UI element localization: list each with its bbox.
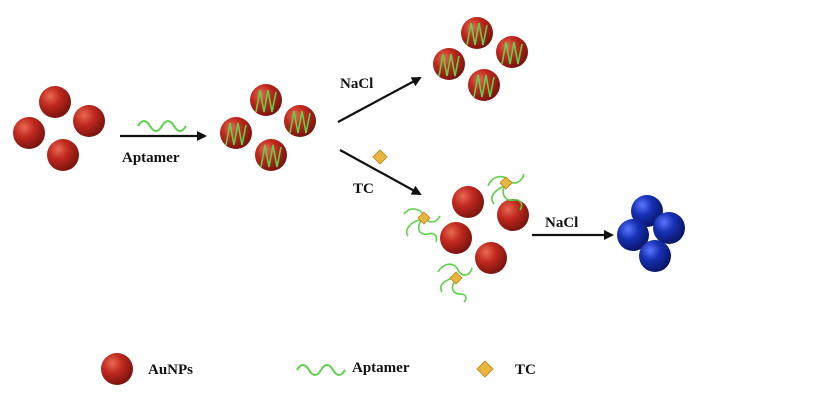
aptamer-tc-complex: [437, 263, 473, 303]
aunp-sphere-icon: [452, 186, 484, 218]
aunp-sphere-icon: [440, 222, 472, 254]
aggregated-aunp-sphere-icon: [653, 212, 685, 244]
tc-diamond-icon: [499, 176, 513, 190]
aptamer-coil-icon: [466, 22, 488, 46]
aptamer-tc-complex: [403, 208, 441, 243]
aunp-sphere-icon: [475, 242, 507, 274]
aptamer-wavy-strand-icon: [137, 120, 187, 132]
aggregated-aunp-sphere-icon: [639, 240, 671, 272]
legend-label-aunps: AuNPs: [148, 362, 193, 378]
aptamer-coil-icon: [289, 110, 311, 134]
aggregated-aunp-sphere-icon: [617, 219, 649, 251]
stable-aunp-cluster: [433, 17, 528, 101]
aptamer-coil-icon: [225, 122, 247, 146]
bare-aunp-cluster: [13, 86, 105, 171]
legend-item-aptamer: Aptamer: [296, 360, 410, 376]
coated-aunp: [284, 105, 316, 137]
legend: AuNPs Aptamer TC: [101, 353, 536, 385]
aggregated-aunp-cluster: [617, 195, 685, 272]
aunp-sphere-icon: [73, 105, 105, 137]
legend-item-tc: TC: [476, 360, 536, 378]
salt-arrow-top: [337, 77, 422, 123]
tc-arrow: [339, 149, 422, 195]
tc-step: TC: [339, 149, 422, 197]
salt-step-top: NaCl: [337, 76, 422, 123]
aptamer-coil-icon: [501, 41, 523, 65]
aptamer-wavy-strand-icon: [296, 364, 346, 376]
legend-label-aptamer: Aptamer: [352, 360, 410, 376]
aunp-sphere-icon: [101, 353, 133, 385]
coated-aunp: [433, 48, 465, 80]
tc-step-label: TC: [353, 181, 374, 197]
aptamer-coil-icon: [255, 89, 277, 113]
tc-diamond-icon: [417, 211, 431, 225]
aunp-sphere-icon: [497, 199, 529, 231]
tc-diamond-icon: [449, 271, 463, 285]
aunp-sphere-icon: [39, 86, 71, 118]
aptamer-tc-complex: [487, 173, 525, 211]
released-aunp-cluster: [403, 173, 529, 303]
tc-diamond-icon: [476, 360, 494, 378]
aggregated-aunp-sphere-icon: [631, 195, 663, 227]
legend-label-tc: TC: [515, 362, 536, 378]
salt-label-top: NaCl: [340, 76, 373, 92]
aptamer-coil-icon: [473, 74, 495, 98]
coated-aunp: [496, 36, 528, 68]
aptamer-coil-icon: [260, 144, 282, 168]
coated-aunp: [250, 84, 282, 116]
coated-aunp: [220, 117, 252, 149]
coated-aunp-cluster: [220, 84, 316, 171]
coated-aunp: [461, 17, 493, 49]
coated-aunp: [255, 139, 287, 171]
aptamer-step: Aptamer: [120, 120, 207, 166]
coated-aunp: [468, 69, 500, 101]
tc-diamond-icon: [372, 149, 388, 165]
aptamer-step-label: Aptamer: [122, 150, 180, 166]
aunp-sphere-icon: [13, 117, 45, 149]
salt-label-right: NaCl: [545, 215, 578, 231]
aunp-sphere-icon: [47, 139, 79, 171]
legend-item-aunps: AuNPs: [101, 353, 193, 385]
aptamer-coil-icon: [438, 53, 460, 77]
salt-step-right: NaCl: [532, 215, 614, 240]
